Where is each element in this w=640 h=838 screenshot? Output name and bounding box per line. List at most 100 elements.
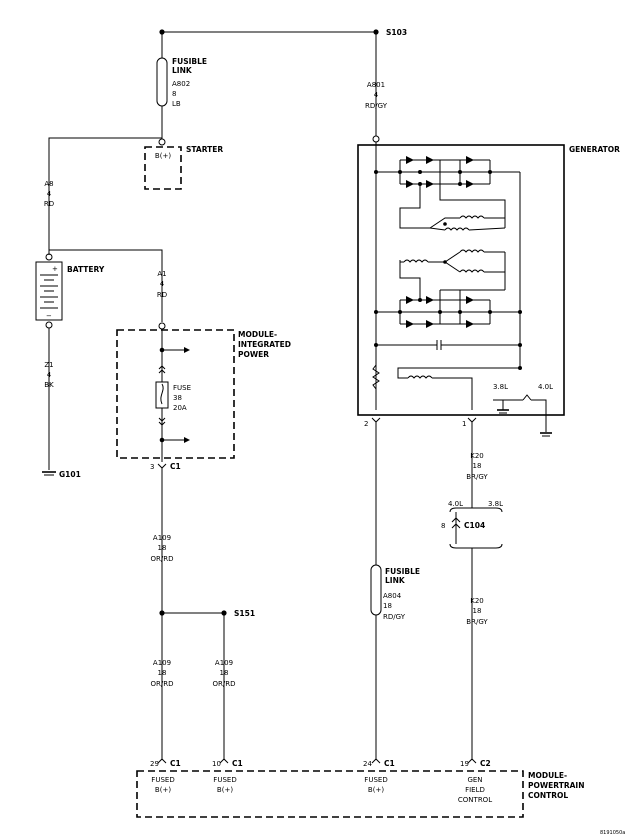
pin-function: CONTROL [458,796,492,804]
pin-function: FUSED [151,776,174,784]
connector-label: C1 [232,759,243,768]
pin-function: FUSED [364,776,387,784]
wire-color: BR/GY [466,618,488,626]
wire-circuit: A801 [367,81,385,89]
wire-gauge: 18 [158,669,167,677]
connector-pin-icon [467,417,477,423]
battery-terminal-neg [45,321,53,329]
battery-plus: + [52,265,58,273]
wire-circuit: A109 [153,534,171,542]
pin-number: 1 [462,420,466,428]
pin-function: B(+) [368,786,384,794]
connector-label: C2 [480,759,491,768]
battery-label: BATTERY [67,265,105,274]
engine-option-label: 3.8L [488,500,503,508]
generator-terminal [372,135,380,143]
pin-function: B(+) [217,786,233,794]
generator-internal-circuit [372,142,547,432]
connector-label: C1 [170,759,181,768]
starter-terminal [158,138,166,146]
wire-circuit: K20 [470,597,484,605]
wire-circuit: A1 [157,270,166,278]
module-powertrain-control-box [136,770,524,818]
s151-label: S151 [234,609,255,618]
wire-gauge: 18 [473,462,482,470]
battery-minus: − [46,312,52,320]
pin-number: 29 [150,760,159,768]
figure-id: 8191050a [600,830,625,836]
mip-label: MODULE- [238,330,277,339]
mip-terminal [158,322,166,330]
wire-circuit: A109 [153,659,171,667]
wire-color: BK [44,381,54,389]
connector-pin-icon [157,463,167,469]
fuse-rating: 20A [173,404,187,412]
wire-color: OR/RD [151,555,174,563]
fuse-number: 38 [173,394,182,402]
wire-color: RD [44,200,54,208]
ground-label: G101 [59,470,81,479]
wire-color: RD/GY [383,613,406,621]
mip-label: INTEGRATED [238,340,291,349]
pin-function: FIELD [465,786,485,794]
pin-number: 8 [441,522,445,530]
module-integrated-power-box [116,329,235,459]
pcm-pin-29: 29 C1 FUSED B(+) [150,758,181,794]
pin-function: GEN [467,776,482,784]
connector-label: C1 [170,462,181,471]
battery-cells [40,274,58,309]
generator-box [357,144,565,416]
starter-label: STARTER [186,145,223,154]
wire-gauge: 18 [383,602,392,610]
pcm-pin-24: 24 C1 FUSED B(+) [363,758,395,794]
wire-gauge: 4 [374,91,379,99]
arrow-right-icon [162,347,190,353]
wire-circuit: A804 [383,592,402,600]
battery-body [35,261,63,321]
pin-number: 3 [150,463,154,471]
connector-chevron-icon [158,417,166,426]
s151-splice-dot [221,610,227,616]
c104-connector-icon [451,517,461,529]
pin-function: FUSED [213,776,236,784]
generator-label: GENERATOR [569,145,620,154]
fuse-label: FUSE [173,384,191,392]
connector-pin-icon [371,417,381,423]
pcm-label: MODULE- [528,771,567,780]
mip-label: POWER [238,350,269,359]
pin-number: 19 [460,760,469,768]
wire-gauge: 18 [473,607,482,615]
fusible-link-title: LINK [172,66,193,75]
ground-g101-icon [42,471,56,476]
wire-gauge: 4 [160,280,165,288]
connector-chevron-icon [158,365,166,374]
wire-gauge: 18 [158,544,167,552]
c104-label: C104 [464,521,485,530]
starter-box [144,146,182,190]
fusible-link-a804 [370,564,382,616]
wire-color: BR/GY [466,473,488,481]
wire-color: OR/RD [151,680,174,688]
pcm-label: CONTROL [528,791,568,800]
fusible-link-title: LINK [385,576,406,585]
wire-color: RD/GY [365,102,388,110]
pin-function: B(+) [155,786,171,794]
wire-circuit: K20 [470,452,484,460]
fusible-link-title: FUSIBLE [172,57,207,66]
splice-dot [159,610,165,616]
engine-option-label: 4.0L [448,500,463,508]
starter-pin: B(+) [155,152,171,160]
wire-a8 [48,130,163,255]
fusible-link-a802 [156,57,168,107]
fuse-element [160,383,164,405]
fusible-link-title: FUSIBLE [385,567,420,576]
wire-circuit: A802 [172,80,190,88]
wire-color: LB [172,100,181,108]
engine-option-label: 3.8L [493,383,508,391]
wire-circuit: A8 [44,180,53,188]
wire-color: OR/RD [213,680,236,688]
engine-option-label: 4.0L [538,383,553,391]
wire-gauge: 18 [220,669,229,677]
pin-number: 2 [364,420,368,428]
